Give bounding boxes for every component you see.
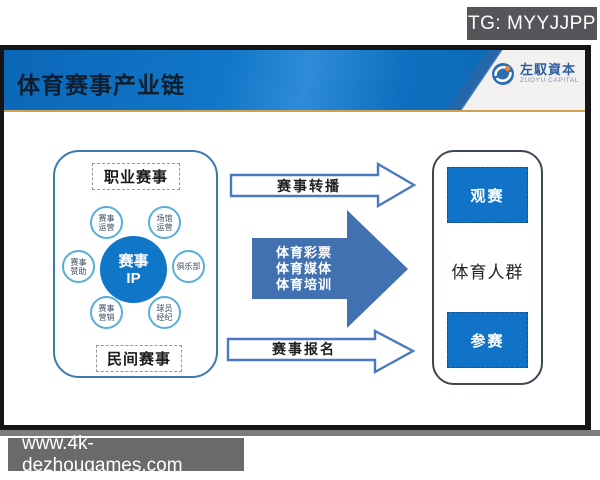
page-title: 体育赛事产业链 [17, 72, 185, 98]
sports-crowd-label: 体育人群 [451, 263, 524, 282]
join-events-box: 参赛 [447, 312, 528, 368]
slide-shadow [0, 430, 600, 436]
zuoyu-logo-icon [492, 63, 515, 85]
satellite-sponsorship: 赛事 赞助 [62, 250, 95, 283]
slide-header: 体育赛事产业链 左馭資本 ZUOYU CAPITAL [4, 50, 585, 110]
signup-arrow-label: 赛事报名 [272, 341, 336, 357]
url-watermark: www.4k-dezhougames.com [8, 433, 244, 476]
logo-name: 左馭資本 [520, 62, 577, 77]
derivatives-arrow [252, 210, 408, 328]
satellite-player-agency: 球员 经纪 [148, 296, 181, 329]
professional-events-label: 职业赛事 [92, 163, 180, 190]
logo-subtitle: ZUOYU CAPITAL [520, 77, 579, 84]
event-ip-hub: 赛事 IP [100, 236, 167, 303]
derivatives-arrow-text: 体育彩票 体育媒体 体育培训 [276, 245, 333, 292]
tg-watermark: TG: MYYJJPP [467, 7, 597, 40]
zuoyu-capital-logo: 左馭資本 ZUOYU CAPITAL [491, 62, 579, 86]
satellite-club: 俱乐部 [172, 250, 205, 283]
amateur-events-label: 民间赛事 [96, 345, 182, 372]
satellite-venue-operation: 场馆 运营 [148, 206, 181, 239]
broadcast-arrow-label: 赛事转播 [277, 178, 341, 194]
broadcast-arrow [229, 161, 417, 209]
watch-events-box: 观赛 [447, 167, 528, 223]
signup-arrow [226, 329, 416, 375]
header-accent-line [4, 110, 585, 112]
satellite-marketing: 赛事 营销 [90, 296, 123, 329]
satellite-event-operation: 赛事 运营 [90, 206, 123, 239]
